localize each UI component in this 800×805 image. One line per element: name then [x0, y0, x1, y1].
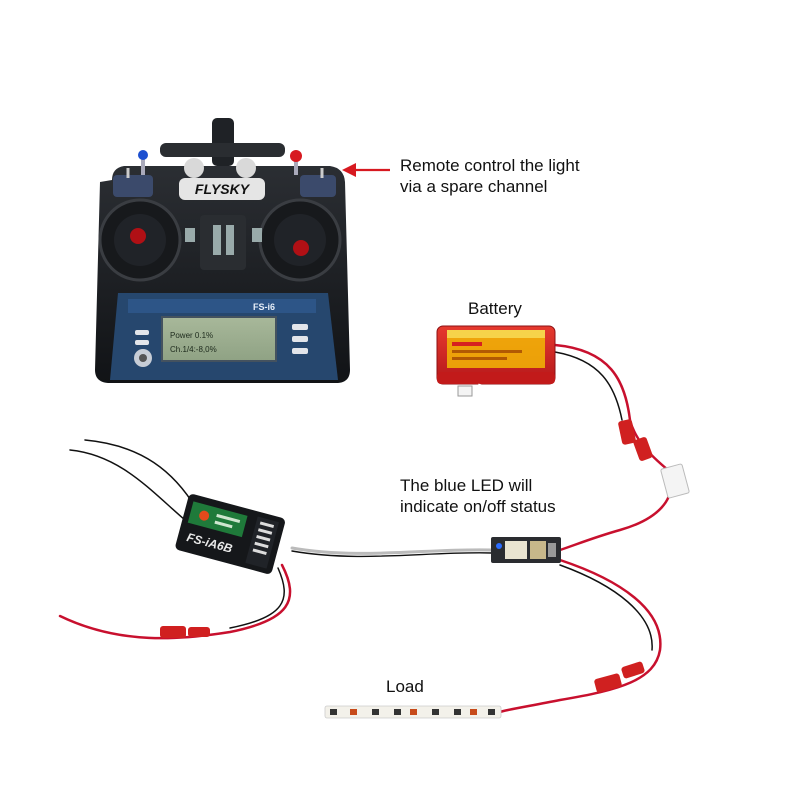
status-led — [496, 543, 502, 549]
load-wire-black — [559, 564, 653, 651]
model-label: FS-i6 — [253, 302, 275, 312]
balance-connector — [457, 385, 473, 397]
led-caption-line-2: indicate on/off status — [400, 497, 556, 516]
antenna-wire-2 — [84, 439, 201, 516]
receiver: FS-iA6B — [175, 494, 285, 574]
load-caption: Load — [386, 676, 424, 697]
led-switch-module — [491, 537, 561, 563]
receiver-connector-1 — [160, 626, 186, 638]
remote-caption-line-1: Remote control the light — [400, 156, 580, 175]
load-connector-2 — [621, 661, 645, 679]
battery-connector-2 — [633, 437, 653, 461]
signal-wire-black — [291, 550, 493, 558]
remote-caption-line-2: via a spare channel — [400, 177, 548, 196]
antenna-wire-1 — [69, 449, 186, 521]
battery-wire-red — [553, 343, 673, 552]
receiver-power-wire-black — [229, 567, 285, 629]
receiver-connector-2 — [188, 627, 210, 637]
load-caption-text: Load — [386, 677, 424, 696]
led-status-caption: The blue LED will indicate on/off status — [400, 475, 556, 517]
brand-logo: FLYSKY — [195, 181, 251, 197]
battery-wire-black — [554, 351, 623, 421]
led-caption-line-1: The blue LED will — [400, 476, 533, 495]
load-wire-red — [498, 558, 662, 714]
transmitter-antenna — [212, 118, 234, 166]
brand-badge — [179, 178, 265, 200]
left-stick — [130, 228, 146, 244]
led-strip — [324, 705, 502, 719]
wires — [58, 343, 673, 714]
screen-line-2: Ch.1/4:-8,0% — [170, 345, 217, 354]
right-stick — [293, 240, 309, 256]
lcd-screen — [161, 316, 277, 362]
battery-connector-1 — [618, 419, 636, 445]
receiver-power-wire-red — [58, 563, 292, 640]
left-arrow-icon — [342, 163, 390, 177]
remote-control-caption: Remote control the light via a spare cha… — [400, 155, 580, 197]
transmitter: FLYSKY FS-i6 Power 0.1% Ch.1/4:-8,0% — [95, 118, 350, 383]
wire-tag — [660, 463, 690, 499]
signal-wire-white — [290, 546, 494, 555]
battery-caption: Battery — [468, 298, 522, 319]
screen-line-1: Power 0.1% — [170, 331, 213, 340]
battery — [436, 325, 556, 398]
load-connector-1 — [594, 673, 622, 693]
battery-caption-text: Battery — [468, 299, 522, 318]
